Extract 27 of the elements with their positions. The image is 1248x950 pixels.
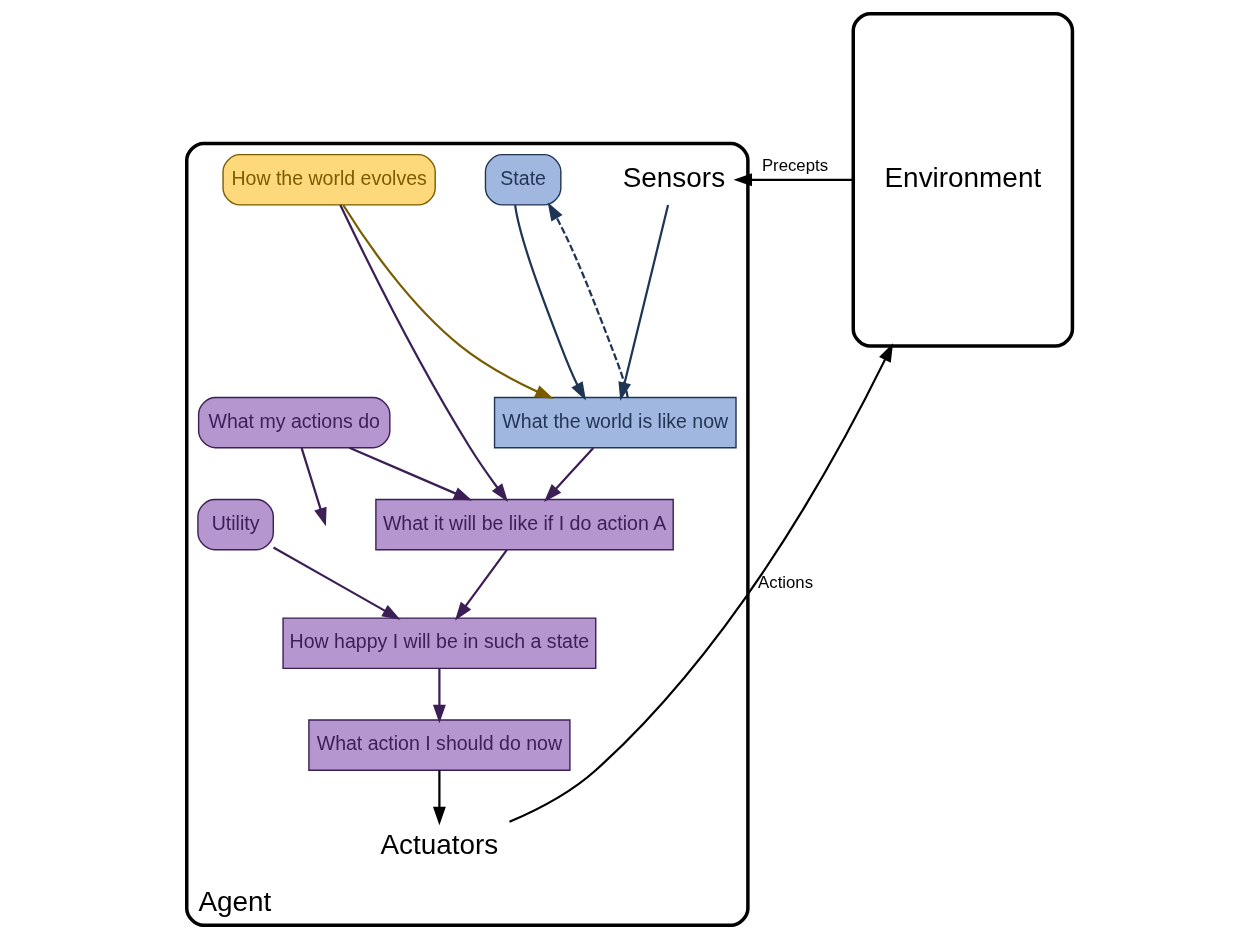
arrow xyxy=(509,343,894,823)
arrow xyxy=(514,205,586,401)
node-box: Environment xyxy=(851,11,1075,348)
node-box: What it will be like if I do action A xyxy=(375,498,674,551)
node-text: Sensors xyxy=(622,161,726,193)
edge-label: Precepts xyxy=(761,155,829,175)
node-box: What action I should do now xyxy=(308,719,571,771)
arrow xyxy=(432,668,446,724)
arrow xyxy=(547,202,629,398)
arrow xyxy=(544,447,595,502)
node-text: Actuators xyxy=(380,828,499,860)
node-box: How the world evolves xyxy=(222,153,436,206)
node-box: State xyxy=(484,153,562,206)
arrow xyxy=(348,446,473,501)
arrow xyxy=(618,204,670,401)
arrow xyxy=(339,204,509,502)
arrow xyxy=(733,173,853,187)
edge-label: Actions xyxy=(758,573,814,593)
node-box: What the world is like now xyxy=(493,396,737,449)
node-box: What my actions do xyxy=(197,396,391,449)
arrow xyxy=(455,549,508,621)
arrow xyxy=(432,770,446,826)
arrow xyxy=(300,447,327,527)
arrow xyxy=(272,546,401,620)
node-box: Utility xyxy=(197,498,274,551)
arrow xyxy=(342,204,554,399)
node-box: How happy I will be in such a state xyxy=(282,617,597,670)
